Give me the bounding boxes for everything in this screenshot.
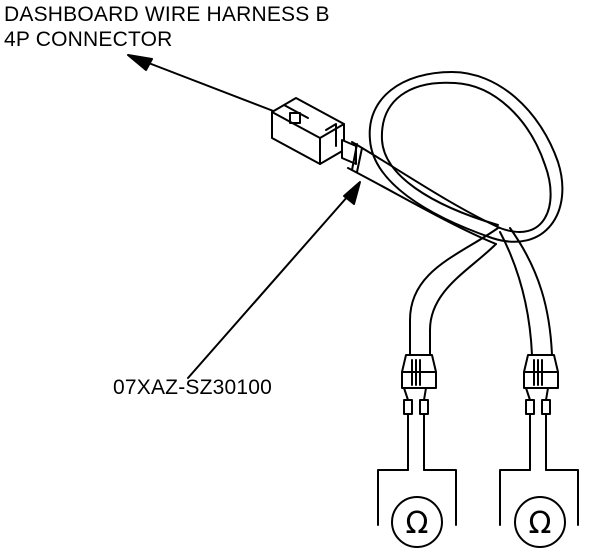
ohm-symbol-left: Ω — [406, 506, 429, 541]
ohm-symbol-right: Ω — [529, 506, 552, 541]
ohmmeter-left — [377, 469, 457, 548]
right-test-lead — [499, 227, 559, 471]
connector-leader-arrow — [127, 54, 277, 113]
connector-callout-line1: DASHBOARD WIRE HARNESS B — [4, 3, 330, 26]
connector-callout-line2: 4P CONNECTOR — [4, 28, 173, 51]
4p-connector — [271, 97, 357, 165]
tool-part-number-label: 07XAZ-SZ30100 — [113, 376, 273, 399]
tool-leader-arrow — [187, 181, 361, 379]
ohmmeter-right — [499, 469, 579, 548]
connector-callout: DASHBOARD WIRE HARNESS B 4P CONNECTOR — [4, 2, 330, 52]
left-test-lead — [401, 227, 499, 471]
harness-loop — [368, 71, 564, 243]
